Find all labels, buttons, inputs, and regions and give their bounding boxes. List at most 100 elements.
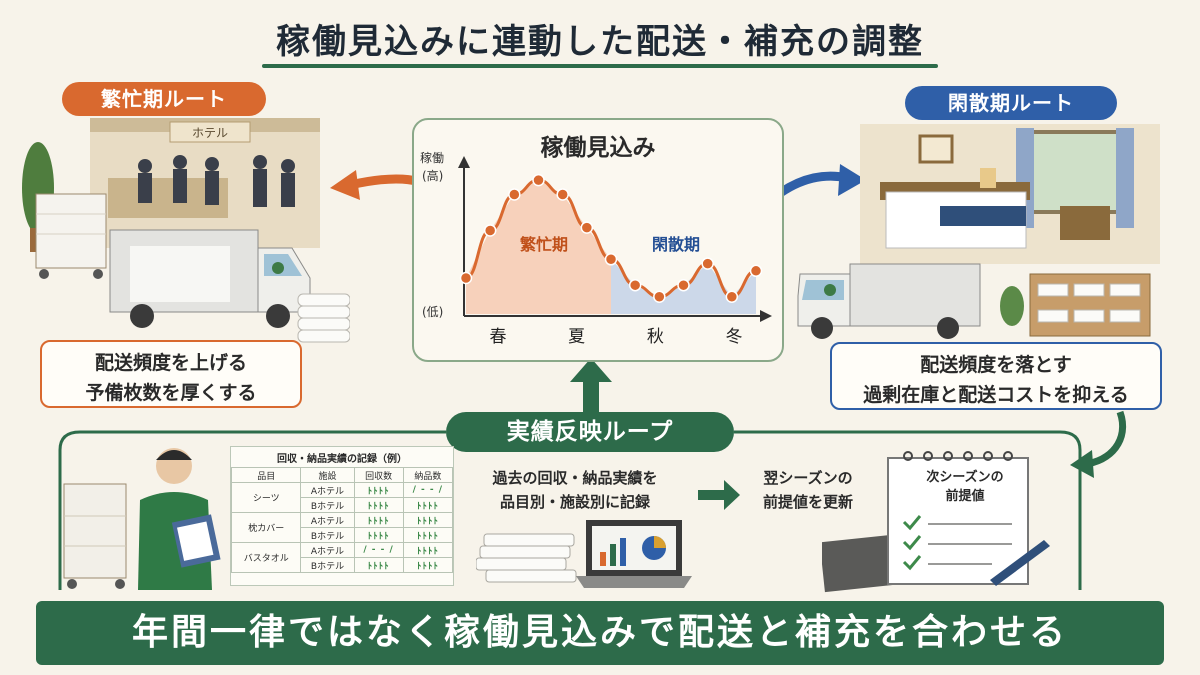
table-cell-facility: Aホテル: [300, 512, 355, 528]
table-cell-delivered: / - - /: [402, 482, 454, 498]
table-cell-facility: Aホテル: [300, 542, 355, 558]
idle-illustration: [797, 124, 1160, 339]
series-point: [508, 188, 521, 201]
busy-region-label: 繁忙期: [519, 235, 568, 254]
record-caption: 過去の回収・納品実績を 品目別・施設別に記録: [462, 466, 688, 514]
check-icon: [902, 555, 922, 571]
table-cell-facility: Bホテル: [300, 497, 355, 513]
next-season-caption: 翌シーズンの 前提値を更新: [744, 466, 872, 514]
table-cell-delivered: ﾄﾄﾄﾄ: [402, 557, 454, 573]
table-cell-collected: ﾄﾄﾄﾄ: [353, 512, 404, 528]
utilization-chart: 稼働 (高) (低) 春 夏 秋 冬 繁忙期 閑散期: [420, 150, 772, 347]
chart-title: 稼働見込み: [540, 135, 656, 161]
bottom-banner: 年間一律ではなく稼働見込みで配送と補充を合わせる: [36, 601, 1164, 665]
note-title: 次シーズンの 前提値: [890, 468, 1040, 506]
loop-frame-line-right: [734, 430, 1082, 590]
busy-arrowhead-icon: [330, 170, 360, 200]
idle-route-label: 閑散期ルート: [905, 86, 1117, 120]
series-point: [459, 271, 473, 285]
table-row: 枕カバー Aホテル ﾄﾄﾄﾄ ﾄﾄﾄﾄ: [230, 512, 454, 543]
next-caption-line2: 前提値を更新: [762, 493, 853, 511]
series-point: [483, 224, 497, 237]
table-row: バスタオル Aホテル / - - / ﾄﾄﾄﾄ: [230, 542, 454, 573]
x-tick-labels: 春夏秋冬: [490, 327, 743, 347]
table-cell-facility: Bホテル: [300, 557, 355, 573]
update-arrow-shaft: [698, 490, 726, 500]
series-point: [628, 278, 642, 292]
idle-route-box: 配送頻度を落とす 過剰在庫と配送コストを抑える: [830, 342, 1162, 410]
worker-illustration: [63, 448, 221, 590]
table-header-cell: 納品数: [402, 467, 454, 483]
up-arrow-shaft: [583, 378, 599, 414]
record-table-grid: 品目 施設 回収数 納品数 シーツ Aホテル ﾄﾄﾄﾄ / - - / Bホテル…: [230, 467, 454, 573]
series-point: [749, 264, 763, 278]
table-cell-collected: ﾄﾄﾄﾄ: [353, 497, 404, 513]
series-point: [725, 290, 739, 303]
table-cell-collected: ﾄﾄﾄﾄ: [353, 557, 404, 573]
next-caption-line1: 翌シーズンの: [763, 469, 853, 487]
series-point: [677, 278, 690, 292]
idle-box-line1: 配送頻度を落とす: [920, 354, 1072, 376]
x-tick-label: 夏: [568, 327, 585, 347]
record-caption-line1: 過去の回収・納品実績を: [492, 469, 658, 487]
busy-illustration: ホテル: [22, 118, 350, 343]
table-cell-collected: / - - /: [353, 542, 404, 558]
record-table: 回収・納品実績の記録（例） 品目 施設 回収数 納品数 シーツ Aホテル ﾄﾄﾄ…: [230, 446, 454, 586]
loop-return-arrowhead-icon: [1070, 450, 1094, 478]
table-row: Bホテル ﾄﾄﾄﾄ ﾄﾄﾄﾄ: [232, 497, 454, 513]
notepad-illustration: [822, 451, 1050, 593]
series-markers: [459, 173, 763, 303]
table-cell-item: 枕カバー: [230, 512, 302, 543]
check-icon: [902, 535, 922, 551]
table-row: Bホテル ﾄﾄﾄﾄ ﾄﾄﾄﾄ: [232, 557, 454, 573]
idle-region-label: 閑散期: [652, 235, 700, 254]
y-low-label: (低): [422, 305, 443, 319]
note-title-line1: 次シーズンの: [926, 470, 1004, 485]
table-cell-delivered: ﾄﾄﾄﾄ: [402, 527, 454, 543]
x-axis-arrow-icon: [760, 310, 772, 322]
table-row: シーツ Aホテル ﾄﾄﾄﾄ / - - /: [230, 482, 454, 513]
y-high-label: (高): [422, 168, 443, 183]
laptop-illustration: [476, 520, 692, 588]
table-cell-facility: Aホテル: [300, 482, 355, 498]
table-header-cell: 品目: [230, 467, 302, 483]
table-header-cell: 回収数: [353, 467, 404, 483]
series-point: [604, 253, 618, 266]
table-header-cell: 施設: [300, 467, 355, 483]
busy-box-line2: 予備枚数を厚くする: [85, 382, 257, 404]
table-cell-item: バスタオル: [230, 542, 302, 573]
x-tick-label: 春: [490, 327, 507, 347]
table-cell-delivered: ﾄﾄﾄﾄ: [402, 512, 454, 528]
update-arrow-icon: [724, 480, 740, 510]
series-point: [653, 290, 666, 303]
table-cell-collected: ﾄﾄﾄﾄ: [353, 527, 404, 543]
hotel-sign: ホテル: [192, 126, 228, 140]
record-caption-line2: 品目別・施設別に記録: [499, 493, 650, 511]
page-title: 稼働見込みに連動した配送・補充の調整: [276, 22, 924, 62]
pen-icon: [990, 540, 1050, 586]
busy-route-label: 繁忙期ルート: [62, 82, 266, 116]
x-tick-label: 冬: [726, 327, 743, 347]
idle-box-line2: 過剰在庫と配送コストを抑える: [863, 384, 1129, 406]
check-icon: [902, 515, 922, 531]
y-axis-label: 稼働: [420, 150, 444, 165]
series-point: [532, 173, 545, 187]
series-point: [556, 188, 569, 201]
series-point: [580, 221, 594, 234]
table-cell-item: シーツ: [230, 482, 302, 513]
loop-frame-line: [58, 430, 446, 590]
table-cell-collected: ﾄﾄﾄﾄ: [353, 482, 404, 498]
table-cell-facility: Bホテル: [300, 527, 355, 543]
table-cell-delivered: ﾄﾄﾄﾄ: [402, 542, 454, 558]
utilization-chart-panel: 稼働見込み 稼働 (高) (低) 春 夏 秋 冬 繁忙期 閑散期: [412, 118, 784, 362]
idle-arrowhead-icon: [838, 164, 866, 196]
table-cell-delivered: ﾄﾄﾄﾄ: [402, 497, 454, 513]
feedback-loop-label: 実績反映ループ: [446, 412, 734, 452]
busy-box-line1: 配送頻度を上げる: [94, 352, 247, 374]
busy-route-box: 配送頻度を上げる 予備枚数を厚くする: [40, 340, 302, 408]
note-title-line2: 前提値: [945, 489, 985, 504]
x-tick-label: 秋: [647, 327, 664, 347]
table-header-row: 品目 施設 回収数 納品数: [230, 467, 454, 483]
series-point: [701, 257, 714, 270]
y-axis-arrow-icon: [458, 156, 470, 168]
